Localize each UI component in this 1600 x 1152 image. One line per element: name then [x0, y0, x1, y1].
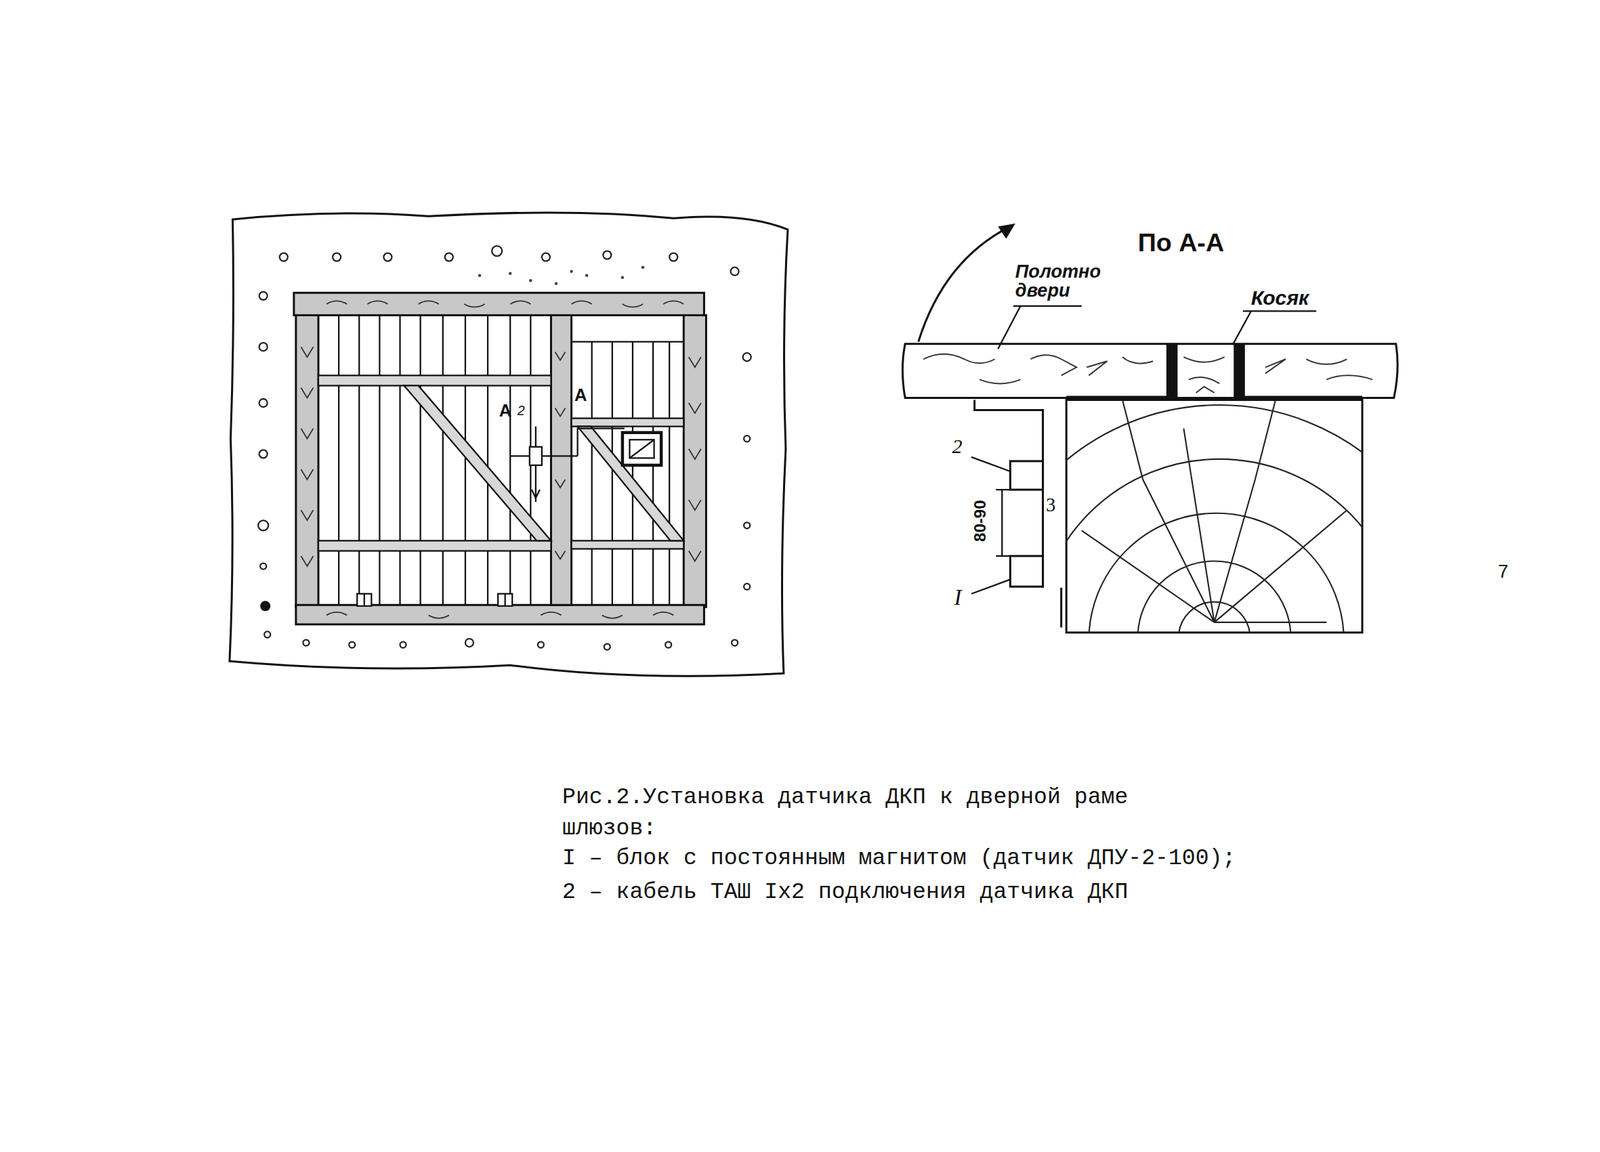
figure-caption: Рис.2.Установка датчика ДКП к дверной ра…: [562, 782, 1175, 846]
window-box: [622, 432, 662, 466]
part-name: Косяк: [1251, 285, 1310, 311]
part-name: Полотно двери: [1015, 262, 1108, 301]
wall-stones: [258, 245, 752, 651]
callout-number: 3: [1045, 493, 1056, 517]
dimension-line: [995, 489, 1010, 557]
section-mark: А: [574, 385, 588, 407]
floor-bolts: [356, 594, 513, 607]
wood-grain: [300, 300, 702, 618]
leaf-grain: [923, 354, 1373, 393]
door-leaf: [902, 344, 1398, 399]
legend-line: I – блок с постоянным магнитом (датчик Д…: [562, 846, 1236, 874]
wall-dots: [478, 265, 645, 286]
swing-arrow: [918, 226, 1011, 342]
jamb-rings: [1066, 400, 1363, 633]
dimension: 80-90: [970, 499, 990, 542]
wall-outline: [229, 212, 788, 677]
door-frame: [293, 292, 707, 625]
callout-number: 2: [517, 403, 525, 419]
section-title: По А-А: [1138, 226, 1225, 257]
legend-line: 2 – кабель ТАШ Iх2 подключения датчика Д…: [562, 879, 1128, 908]
page-mark: 7: [1497, 561, 1508, 584]
callout-number: I: [953, 584, 962, 612]
door-rails: [318, 375, 684, 551]
door-jamb: [1066, 400, 1363, 633]
section-mark: А: [499, 401, 513, 423]
callout-number: 2: [951, 433, 962, 458]
sensor-symbol: [510, 426, 625, 502]
door-planks: [338, 314, 684, 605]
sensor-blocks: [1009, 461, 1043, 587]
leader-lines: [971, 306, 1317, 595]
